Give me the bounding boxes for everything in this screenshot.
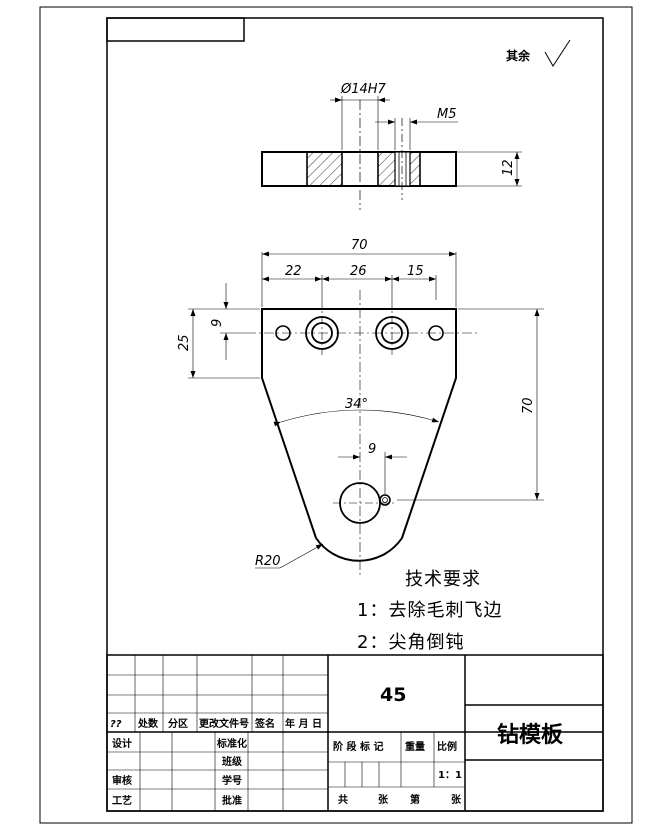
- counterbore-left-outer: [305, 316, 339, 350]
- counterbore-right-inner: [381, 322, 403, 344]
- angle-dimension-label: 34°: [345, 397, 368, 412]
- dim-9-left-label: 9: [210, 319, 225, 327]
- weight-header: 重量: [405, 740, 425, 753]
- label-student-id: 学号: [222, 774, 242, 787]
- small-hole-right: [428, 325, 444, 341]
- tech-req-item-2: 2：尖角倒钝: [357, 632, 464, 653]
- scale-value: 1：1: [438, 770, 462, 781]
- thread-dimension-label: M5: [437, 107, 457, 122]
- rev-header-date: 年 月 日: [285, 717, 322, 730]
- plate-outline: [261, 308, 457, 562]
- dim-22-label: 22: [285, 264, 302, 279]
- sheet-outer-border: [39, 6, 633, 824]
- angle-arc: [273, 409, 440, 427]
- height-dimension-label: 70: [521, 397, 536, 414]
- title-block: 45 钻模板 ?? 处数 分区 更改文件号 签名 年 月 日 设计 标准化 班级…: [106, 654, 604, 812]
- dim-26-label: 26: [350, 264, 367, 279]
- tech-req-title: 技术要求: [405, 569, 481, 590]
- rev-header-zone: 分区: [168, 717, 188, 730]
- sheet-total-label: 共: [338, 793, 348, 806]
- dim-9-bottom-label: 9: [368, 442, 376, 457]
- technical-requirements: 技术要求 1：去除毛刺飞边 2：尖角倒钝: [357, 569, 502, 653]
- scale-header: 比例: [437, 740, 457, 753]
- label-review: 审核: [112, 774, 132, 787]
- label-standardization: 标准化: [216, 737, 247, 750]
- rev-header-marker: ??: [110, 719, 122, 730]
- small-hole-left: [275, 325, 291, 341]
- sheet-index-unit: 张: [451, 793, 462, 806]
- plan-view: 70 22 26 15 25 9 70 34°: [177, 238, 544, 575]
- dim-25-label: 25: [177, 334, 192, 351]
- lower-bore: [339, 482, 381, 524]
- radius-dimension-label: R20: [255, 554, 281, 569]
- label-design: 设计: [112, 737, 132, 750]
- lower-pin-hole: [379, 494, 391, 506]
- section-hatch-left: [307, 152, 342, 186]
- rev-header-doc: 更改文件号: [199, 717, 249, 730]
- counterbore-right-outer: [375, 316, 409, 350]
- label-process: 工艺: [112, 794, 132, 807]
- stage-header: 阶 段 标 记: [333, 740, 383, 753]
- part-name-label: 钻模板: [497, 722, 564, 748]
- label-approve: 批准: [222, 794, 242, 807]
- rev-header-count: 处数: [137, 717, 159, 730]
- roughness-symbol-icon: [544, 39, 571, 67]
- section-outline: [261, 151, 457, 187]
- bore-dimension-label: Ø14H7: [340, 82, 387, 97]
- overall-width-label: 70: [351, 238, 368, 253]
- dim-15-label: 15: [407, 264, 424, 279]
- sheet-index-label: 第: [410, 793, 420, 806]
- section-view: Ø14H7 M5 12: [261, 82, 522, 210]
- material-label: 45: [380, 684, 406, 706]
- counterbore-left-inner: [311, 322, 333, 344]
- threaded-hole-section: [394, 151, 411, 187]
- tech-req-item-1: 1：去除毛刺飞边: [357, 600, 502, 621]
- thickness-dimension-label: 12: [501, 159, 516, 176]
- label-class: 班级: [222, 755, 243, 768]
- surface-roughness-note: 其余: [506, 39, 571, 67]
- sheet-total-unit: 张: [378, 793, 389, 806]
- surface-note-label: 其余: [506, 48, 531, 63]
- drawing-number-box: [106, 17, 245, 42]
- rev-header-sign: 签名: [254, 717, 275, 730]
